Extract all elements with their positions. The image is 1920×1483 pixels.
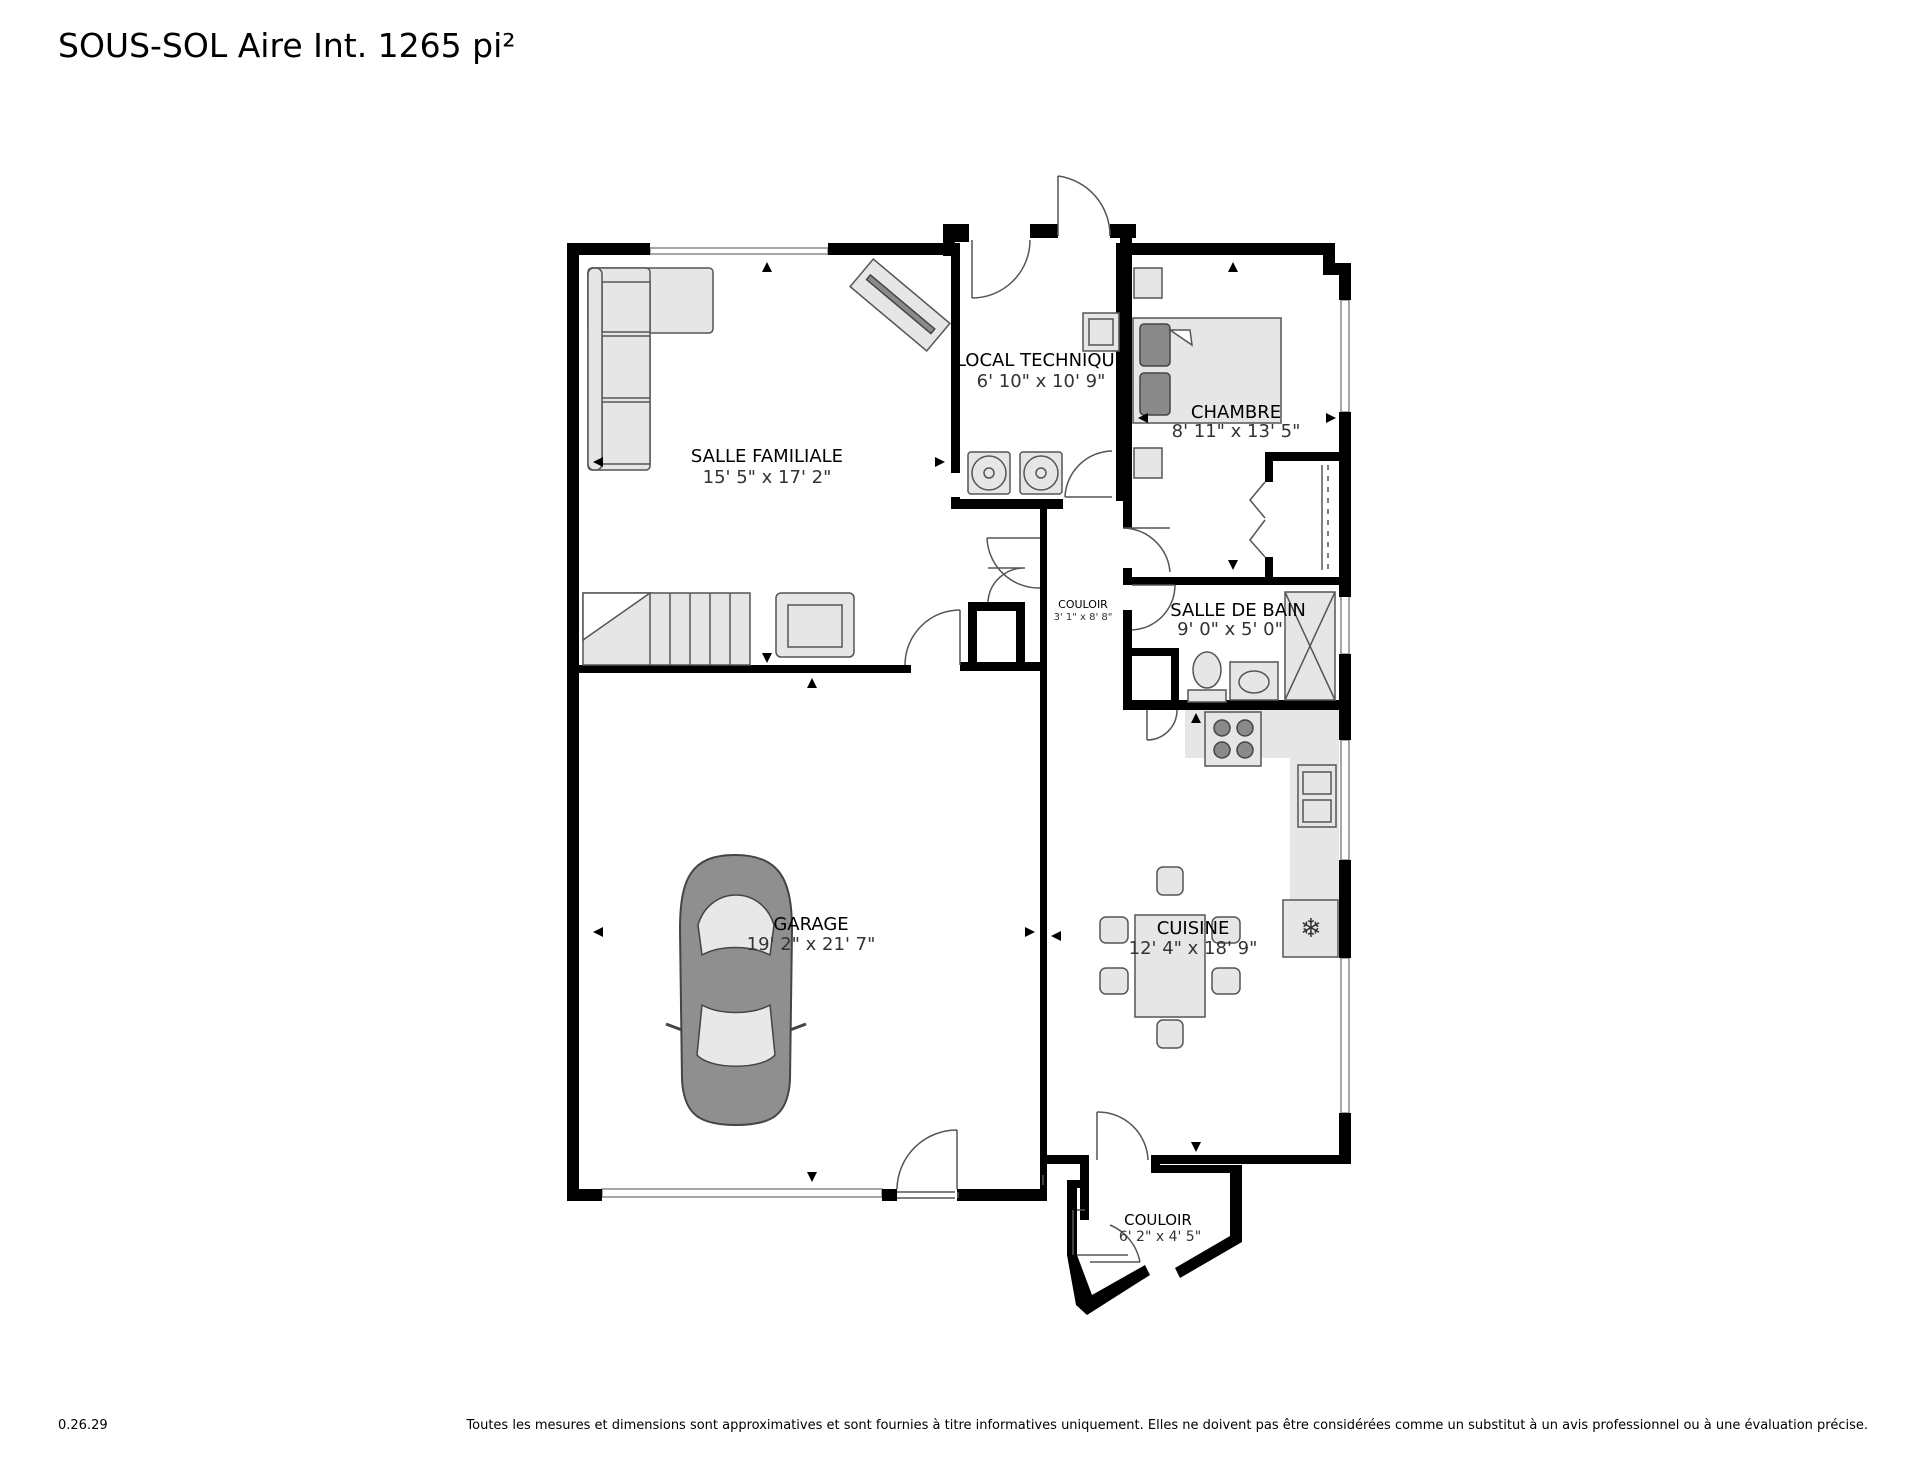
window-cuisine-1 bbox=[1340, 739, 1350, 861]
room-name-salle-familiale: SALLE FAMILIALE bbox=[691, 446, 843, 467]
armchair-icon bbox=[775, 592, 855, 658]
kitchen-sink-icon bbox=[1297, 764, 1337, 828]
shower-icon bbox=[1284, 591, 1336, 701]
window-salle-familiale bbox=[649, 247, 829, 255]
door-garage bbox=[896, 1129, 958, 1190]
room-dims-salle-de-bain: 9' 0" x 5' 0" bbox=[1177, 619, 1283, 640]
furniture: ❄ bbox=[582, 258, 1339, 1127]
laundry-sink-icon bbox=[1082, 312, 1120, 352]
svg-text:❄: ❄ bbox=[1300, 914, 1322, 944]
walls bbox=[567, 224, 1351, 1315]
bed-icon bbox=[1132, 317, 1282, 424]
room-dims-garage: 19' 2" x 21' 7" bbox=[747, 934, 876, 955]
window-cuisine-2 bbox=[1340, 957, 1350, 1114]
window-garage bbox=[601, 1188, 883, 1198]
stove-icon bbox=[1204, 711, 1262, 767]
room-labels: SALLE FAMILIALE 15' 5" x 17' 2" LOCAL TE… bbox=[691, 350, 1306, 1245]
stairs-icon bbox=[582, 592, 751, 666]
door-familiale-1 bbox=[986, 537, 1041, 589]
room-name-garage: GARAGE bbox=[773, 914, 848, 935]
door-cuisine-bottom bbox=[1096, 1111, 1149, 1161]
sofa-icon bbox=[587, 267, 714, 471]
room-dims-salle-familiale: 15' 5" x 17' 2" bbox=[703, 467, 832, 488]
door-chambre bbox=[1122, 527, 1171, 573]
room-dims-couloir-1: 3' 1" x 8' 8" bbox=[1054, 612, 1113, 623]
car-icon bbox=[665, 853, 807, 1127]
doors bbox=[896, 175, 1266, 1263]
door-bathroom bbox=[1131, 584, 1176, 631]
dining-table-icon bbox=[1099, 866, 1241, 1049]
door-local-technique-2 bbox=[1064, 450, 1113, 498]
version-label: 0.26.29 bbox=[58, 1418, 108, 1433]
room-name-couloir-2: COULOIR bbox=[1124, 1211, 1192, 1229]
toilet-icon bbox=[1187, 651, 1227, 703]
nightstand-bottom bbox=[1133, 447, 1163, 479]
room-dims-couloir-2: 6' 2" x 4' 5" bbox=[1119, 1229, 1201, 1245]
door-couloir-2 bbox=[1077, 1209, 1141, 1263]
room-name-chambre: CHAMBRE bbox=[1191, 402, 1281, 423]
door-exterior-top bbox=[1057, 175, 1111, 237]
room-name-cuisine: CUISINE bbox=[1157, 918, 1230, 939]
closet-icon bbox=[1321, 465, 1329, 570]
room-name-couloir-1: COULOIR bbox=[1058, 598, 1108, 611]
room-name-local-technique: LOCAL TECHNIQUE bbox=[956, 350, 1126, 371]
room-dims-local-technique: 6' 10" x 10' 9" bbox=[977, 371, 1106, 392]
door-closet-bath bbox=[1146, 709, 1178, 741]
bath-sink-icon bbox=[1229, 661, 1279, 701]
water-heater-icon bbox=[967, 451, 1063, 495]
refrigerator-icon: ❄ bbox=[1282, 899, 1339, 958]
keyboard-icon bbox=[849, 258, 951, 352]
door-couloir bbox=[904, 609, 961, 666]
dimension-arrows bbox=[593, 262, 1336, 1182]
room-dims-chambre: 8' 11" x 13' 5" bbox=[1172, 421, 1301, 442]
plan-title: SOUS-SOL Aire Int. 1265 pi² bbox=[58, 26, 516, 65]
room-name-salle-de-bain: SALLE DE BAIN bbox=[1170, 600, 1306, 621]
door-familiale-2 bbox=[987, 567, 1026, 603]
disclaimer-text: Toutes les mesures et dimensions sont ap… bbox=[466, 1418, 1868, 1433]
window-salle-de-bain bbox=[1340, 591, 1350, 655]
window-chambre bbox=[1340, 299, 1350, 413]
nightstand-top bbox=[1133, 267, 1163, 299]
door-closet-chambre bbox=[1249, 481, 1266, 558]
door-local-technique bbox=[971, 239, 1031, 299]
room-dims-cuisine: 12' 4" x 18' 9" bbox=[1129, 938, 1258, 959]
